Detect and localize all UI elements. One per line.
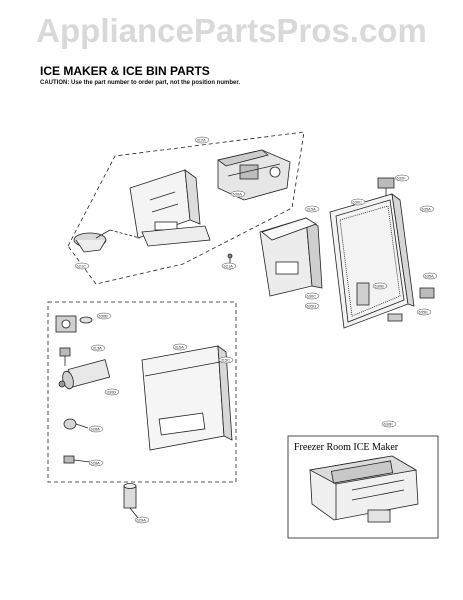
water-valve — [59, 347, 71, 357]
ice-bin-cover — [141, 345, 225, 451]
auger-heater — [63, 418, 77, 430]
callout-label: 630A — [233, 192, 243, 197]
auger-cover-group — [47, 301, 237, 483]
callout-label: 628A — [91, 461, 101, 466]
door-hinge-top — [377, 177, 395, 189]
callout-label: 630C — [307, 294, 317, 299]
callout-label: 330D — [107, 390, 117, 395]
ice-door-gasket — [335, 199, 405, 323]
callout-label: 635A — [422, 207, 432, 212]
callout-label: 635G — [307, 304, 317, 309]
callout-label: 630F — [384, 422, 394, 427]
ice-maker-tray — [141, 225, 211, 247]
auger-dashed-boundary — [47, 301, 237, 483]
ice-maker-assembly-group — [67, 131, 305, 285]
door-stopper — [387, 313, 403, 322]
ice-maker-dashed-boundary — [67, 131, 305, 285]
callout-label: 315A — [307, 207, 317, 212]
water-filter — [67, 359, 111, 388]
ice-maker-bracket-side — [184, 169, 201, 225]
ice-door-group — [329, 177, 435, 329]
callout — [194, 136, 210, 144]
door-latch — [356, 282, 370, 306]
callout-label: 635A — [425, 274, 435, 279]
connector — [63, 455, 75, 464]
callout-label: 312A — [197, 138, 207, 143]
callout-label: 635E — [419, 310, 429, 315]
callout-label: 621C — [77, 264, 87, 269]
callout-label: 315C — [221, 358, 231, 363]
cover-handle-recess — [158, 412, 206, 436]
callout-label: 315A — [175, 345, 185, 350]
watermark: AppliancePartsPros.com — [36, 12, 427, 49]
caution-note: CAUTION: Use the part number to order pa… — [40, 80, 241, 86]
callouts: 312A 630A 621C 621A 632F 315A 630C 635A … — [74, 136, 438, 524]
freezer-ice-maker-inset: Freezer Room ICE Maker — [287, 435, 439, 539]
callout-label: 313A — [93, 346, 103, 351]
callout-label: 621A — [224, 264, 234, 269]
ice-bin-group — [227, 217, 323, 297]
callout-label: 629A — [137, 518, 147, 523]
door-hinge-bottom — [419, 287, 435, 299]
callout-label: 630C — [353, 200, 363, 205]
callout-label: 632F — [397, 176, 407, 181]
bin-screw — [227, 253, 233, 259]
callout-label: 630B — [375, 284, 385, 289]
ice-maker-motor — [239, 164, 259, 180]
loose-part-group — [123, 483, 139, 519]
loose-part — [123, 485, 137, 509]
callout-label: 628A — [91, 427, 101, 432]
callout-label: 630B — [99, 314, 109, 319]
inset-title: Freezer Room ICE Maker — [294, 442, 399, 453]
page-title: ICE MAKER & ICE BIN PARTS — [40, 64, 210, 78]
